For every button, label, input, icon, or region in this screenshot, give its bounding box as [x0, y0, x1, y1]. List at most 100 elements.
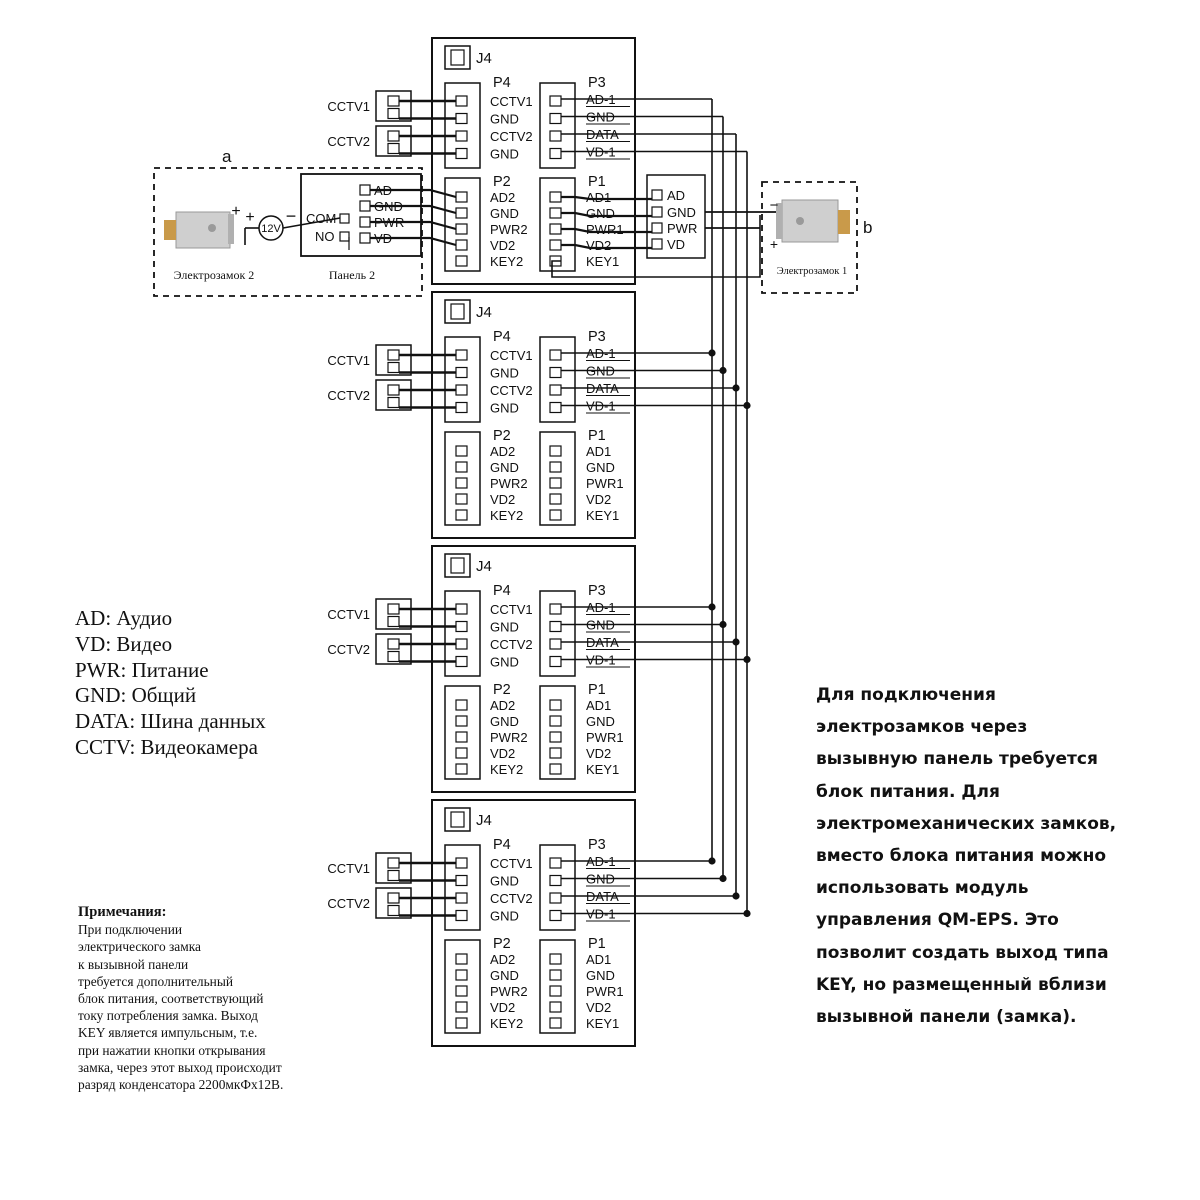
pin-square — [387, 349, 400, 361]
p4-label: P4 — [493, 75, 511, 91]
p2-pin-label: AD2 — [490, 190, 515, 205]
lock-edge — [776, 203, 782, 239]
minus-label: − — [286, 206, 297, 226]
pin-square — [387, 615, 400, 628]
right-note: Для подключения электрозамков через вызы… — [816, 679, 1146, 1033]
p2-pin-label: PWR2 — [490, 730, 528, 745]
j4-connector-inner — [450, 49, 465, 66]
pin-square — [651, 206, 663, 218]
panel1-pin-label: AD — [667, 188, 685, 203]
j4-connector-inner — [450, 557, 465, 574]
pin-square — [455, 384, 468, 396]
panel2-wire — [370, 188, 457, 199]
p1-pin-label: KEY1 — [586, 762, 619, 777]
pin-square — [387, 95, 400, 107]
legend-item: CCTV: Видеокамера — [75, 734, 258, 759]
pin-square — [359, 232, 371, 244]
p1-pin-label: KEY1 — [586, 1016, 619, 1031]
pin-square — [549, 892, 562, 904]
p1-label: P1 — [588, 174, 606, 190]
notes-line: требуется дополнительный — [78, 973, 234, 989]
pin-square — [359, 216, 371, 228]
pin-square — [339, 231, 350, 242]
psu-wire — [282, 217, 341, 229]
legend-item: AD: Аудио — [75, 606, 173, 630]
pin-square — [455, 461, 468, 473]
pin-square — [455, 1001, 468, 1013]
lock2-title: Электрозамок 2 — [174, 268, 255, 282]
p2-pin-label: VD2 — [490, 238, 515, 253]
p3-label: P3 — [588, 583, 606, 599]
right-note-line: позволит создать выход типа — [816, 942, 1109, 963]
p2-pin-label: VD2 — [490, 492, 515, 507]
pin-square — [387, 904, 400, 917]
pin-square — [549, 461, 562, 473]
p4-pin-label: CCTV2 — [490, 637, 533, 652]
p4-label: P4 — [493, 583, 511, 599]
panel2-title: Панель 2 — [329, 268, 375, 282]
p4-pin-label: CCTV2 — [490, 129, 533, 144]
pin-square — [455, 763, 468, 775]
cctv-label: CCTV1 — [327, 861, 370, 876]
pin-square — [455, 731, 468, 743]
p2-pin-label: GND — [490, 206, 519, 221]
pin-square — [455, 655, 468, 668]
pin-square — [455, 130, 468, 142]
plus-label: + — [245, 209, 254, 226]
pin-square — [455, 638, 468, 650]
psu-label: 12V — [261, 223, 281, 235]
pin-square — [549, 1017, 562, 1029]
p4-pin-label: CCTV2 — [490, 891, 533, 906]
pin-square — [549, 953, 562, 965]
pin-square — [549, 620, 562, 633]
p2-pin-label: KEY2 — [490, 254, 523, 269]
j4-label: J4 — [476, 558, 492, 575]
panel1-wire — [561, 211, 652, 218]
p1-pin-label: VD2 — [586, 746, 611, 761]
p4-pin-label: GND — [490, 655, 519, 670]
p2-label: P2 — [493, 936, 511, 952]
pin-square — [549, 655, 562, 668]
p3-label: P3 — [588, 329, 606, 345]
pin-square — [387, 603, 400, 615]
panel2-wire — [370, 236, 457, 247]
right-note-line: использовать модуль — [816, 878, 1029, 899]
p4-pin-label: CCTV1 — [490, 856, 533, 871]
p1-label: P1 — [588, 936, 606, 952]
pin-square — [455, 909, 468, 922]
pin-square — [455, 95, 468, 107]
p4-label: P4 — [493, 837, 511, 853]
pin-square — [549, 401, 562, 414]
notes-line: току потребления замка. Выход — [78, 1008, 258, 1024]
pin-square — [549, 857, 562, 869]
p2-pin-label: VD2 — [490, 1000, 515, 1015]
legend-item: VD: Видео — [75, 631, 173, 656]
pin-square — [549, 239, 562, 251]
p2-pin-label: PWR2 — [490, 222, 528, 237]
p4-pin-label: CCTV1 — [490, 602, 533, 617]
pin-square — [549, 147, 562, 160]
panel1-pin-label: GND — [667, 205, 696, 220]
pin-square — [455, 747, 468, 759]
pin-square — [387, 857, 400, 869]
pin-square — [455, 953, 468, 965]
right-note-line: вызывной панели (замка). — [816, 1007, 1077, 1028]
p4-pin-label: CCTV2 — [490, 383, 533, 398]
pin-square — [651, 189, 663, 201]
pin-square — [549, 699, 562, 711]
p4-pin-label: GND — [490, 401, 519, 416]
j4-label: J4 — [476, 812, 492, 829]
pin-square — [549, 349, 562, 361]
p2-pin-label: AD2 — [490, 698, 515, 713]
key1-wire — [551, 215, 761, 278]
pin-square — [455, 603, 468, 615]
cctv-label: CCTV2 — [327, 388, 370, 403]
right-note-line: Для подключения — [816, 685, 996, 705]
pin-square — [455, 493, 468, 505]
notes-title: Примечания: — [78, 904, 167, 920]
p1-pin-label: PWR1 — [586, 476, 624, 491]
cctv-label: CCTV1 — [327, 353, 370, 368]
lock-screw — [796, 217, 804, 225]
p1-pin-label: KEY1 — [586, 508, 619, 523]
pin-square — [455, 1017, 468, 1029]
